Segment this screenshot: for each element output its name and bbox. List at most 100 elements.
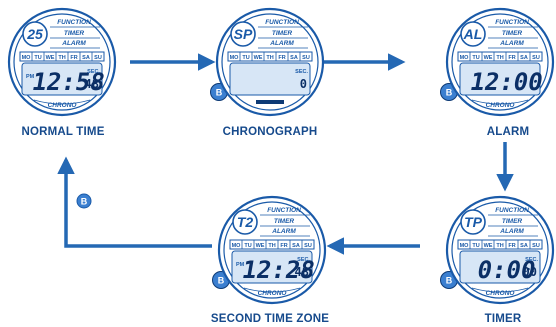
lcd-main-digits: 12:58 (30, 68, 107, 96)
b-button-label: B (446, 88, 453, 98)
lcd-main-digits: 0:00 (475, 256, 538, 284)
menu-item-alarm: ALARM (271, 228, 296, 235)
day-th: TH (496, 55, 503, 61)
day-su: SU (532, 55, 540, 61)
b-button-badge-return: B (76, 193, 92, 209)
day-su: SU (94, 55, 102, 61)
menu-item-timer: TIMER (64, 30, 85, 37)
chrono-band (33, 99, 91, 105)
day-fr: FR (70, 55, 77, 61)
menu-item-timer: TIMER (272, 30, 293, 37)
day-bar (457, 239, 543, 250)
day-th: TH (266, 55, 273, 61)
mode-indicator: TP (460, 209, 486, 235)
day-mo: MO (460, 55, 470, 61)
mode-indicator: AL (460, 21, 486, 47)
day-fr: FR (280, 243, 287, 249)
day-we: WE (484, 243, 493, 249)
day-bar (19, 51, 105, 62)
menu-item-function: FUNCTION (267, 207, 301, 214)
caption-normal-time: NORMAL TIME (21, 126, 105, 138)
day-fr: FR (278, 55, 285, 61)
lcd-prefix: PM (26, 74, 35, 80)
chrono-band (243, 287, 301, 293)
day-th: TH (496, 243, 503, 249)
mode-indicator-ring (460, 21, 486, 47)
day-mo: MO (232, 243, 242, 249)
mode-indicator: 25 (22, 21, 48, 47)
day-tu: TU (244, 243, 251, 249)
mode-indicator-ring (460, 209, 486, 235)
menu-item-function: FUNCTION (265, 19, 299, 26)
menu-item-alarm: ALARM (269, 40, 294, 47)
menu-item-timer: TIMER (502, 218, 523, 225)
day-bar (227, 51, 313, 62)
lcd-small-digits: 00 (523, 265, 537, 279)
mode-indicator-ring (230, 21, 256, 47)
menu-item-alarm: ALARM (499, 228, 524, 235)
mode-indicator-text: T2 (237, 214, 254, 230)
menu-item-function: FUNCTION (495, 19, 529, 26)
day-su: SU (302, 55, 310, 61)
chrono-band (471, 287, 529, 293)
lcd-window (459, 62, 541, 96)
caption-alarm: ALARM (486, 126, 530, 138)
day-we: WE (254, 55, 263, 61)
day-tu: TU (472, 55, 479, 61)
arrow-second-zone-to-normal (57, 156, 212, 248)
day-sa: SA (520, 55, 528, 61)
mode-indicator-text: SP (234, 26, 253, 42)
lcd-prefix: PM (236, 262, 245, 268)
lcd-window (459, 250, 541, 284)
lcd-main-digits: 12:28 (240, 256, 317, 284)
chrono-label: CHRONO (48, 102, 77, 109)
b-button-label: B (218, 276, 225, 286)
lcd-unit: SEC. (87, 69, 100, 75)
mode-indicator: SP (230, 21, 256, 47)
day-we: WE (46, 55, 55, 61)
mode-indicator-text: AL (463, 26, 483, 42)
lcd-small-digits: 0 (300, 77, 307, 91)
day-su: SU (304, 243, 312, 249)
lcd-unit: SEC. (525, 257, 538, 263)
b-button-label: B (446, 276, 453, 286)
day-fr: FR (508, 243, 515, 249)
lcd-small-digits: 48 (85, 77, 99, 91)
lcd-unit: SEC. (297, 257, 310, 263)
day-we: WE (256, 243, 265, 249)
flow-arrows (57, 53, 514, 255)
day-mo: MO (230, 55, 240, 61)
day-tu: TU (472, 243, 479, 249)
mode-indicator-ring (22, 21, 48, 47)
chrono-bar-active (256, 100, 284, 104)
day-th: TH (58, 55, 65, 61)
day-mo: MO (22, 55, 32, 61)
day-tu: TU (34, 55, 41, 61)
day-fr: FR (508, 55, 515, 61)
day-sa: SA (82, 55, 90, 61)
lcd-unit: SEC. (295, 69, 308, 75)
menu-item-alarm: ALARM (499, 40, 524, 47)
day-sa: SA (520, 243, 528, 249)
caption-chronograph: CHRONOGRAPH (222, 126, 318, 138)
lcd-window (21, 62, 103, 96)
menu-item-function: FUNCTION (495, 207, 529, 214)
caption-timer: TIMER (484, 313, 522, 325)
day-bar (229, 239, 315, 250)
mode-indicator: T2 (232, 209, 258, 235)
chrono-band (471, 99, 529, 105)
lcd-main-digits: 12:00 (468, 68, 545, 96)
day-mo: MO (460, 243, 470, 249)
menu-item-timer: TIMER (274, 218, 295, 225)
day-bar (457, 51, 543, 62)
chrono-label: CHRONO (258, 290, 287, 297)
lcd-window (231, 250, 313, 284)
chrono-label: CHRONO (486, 290, 515, 297)
